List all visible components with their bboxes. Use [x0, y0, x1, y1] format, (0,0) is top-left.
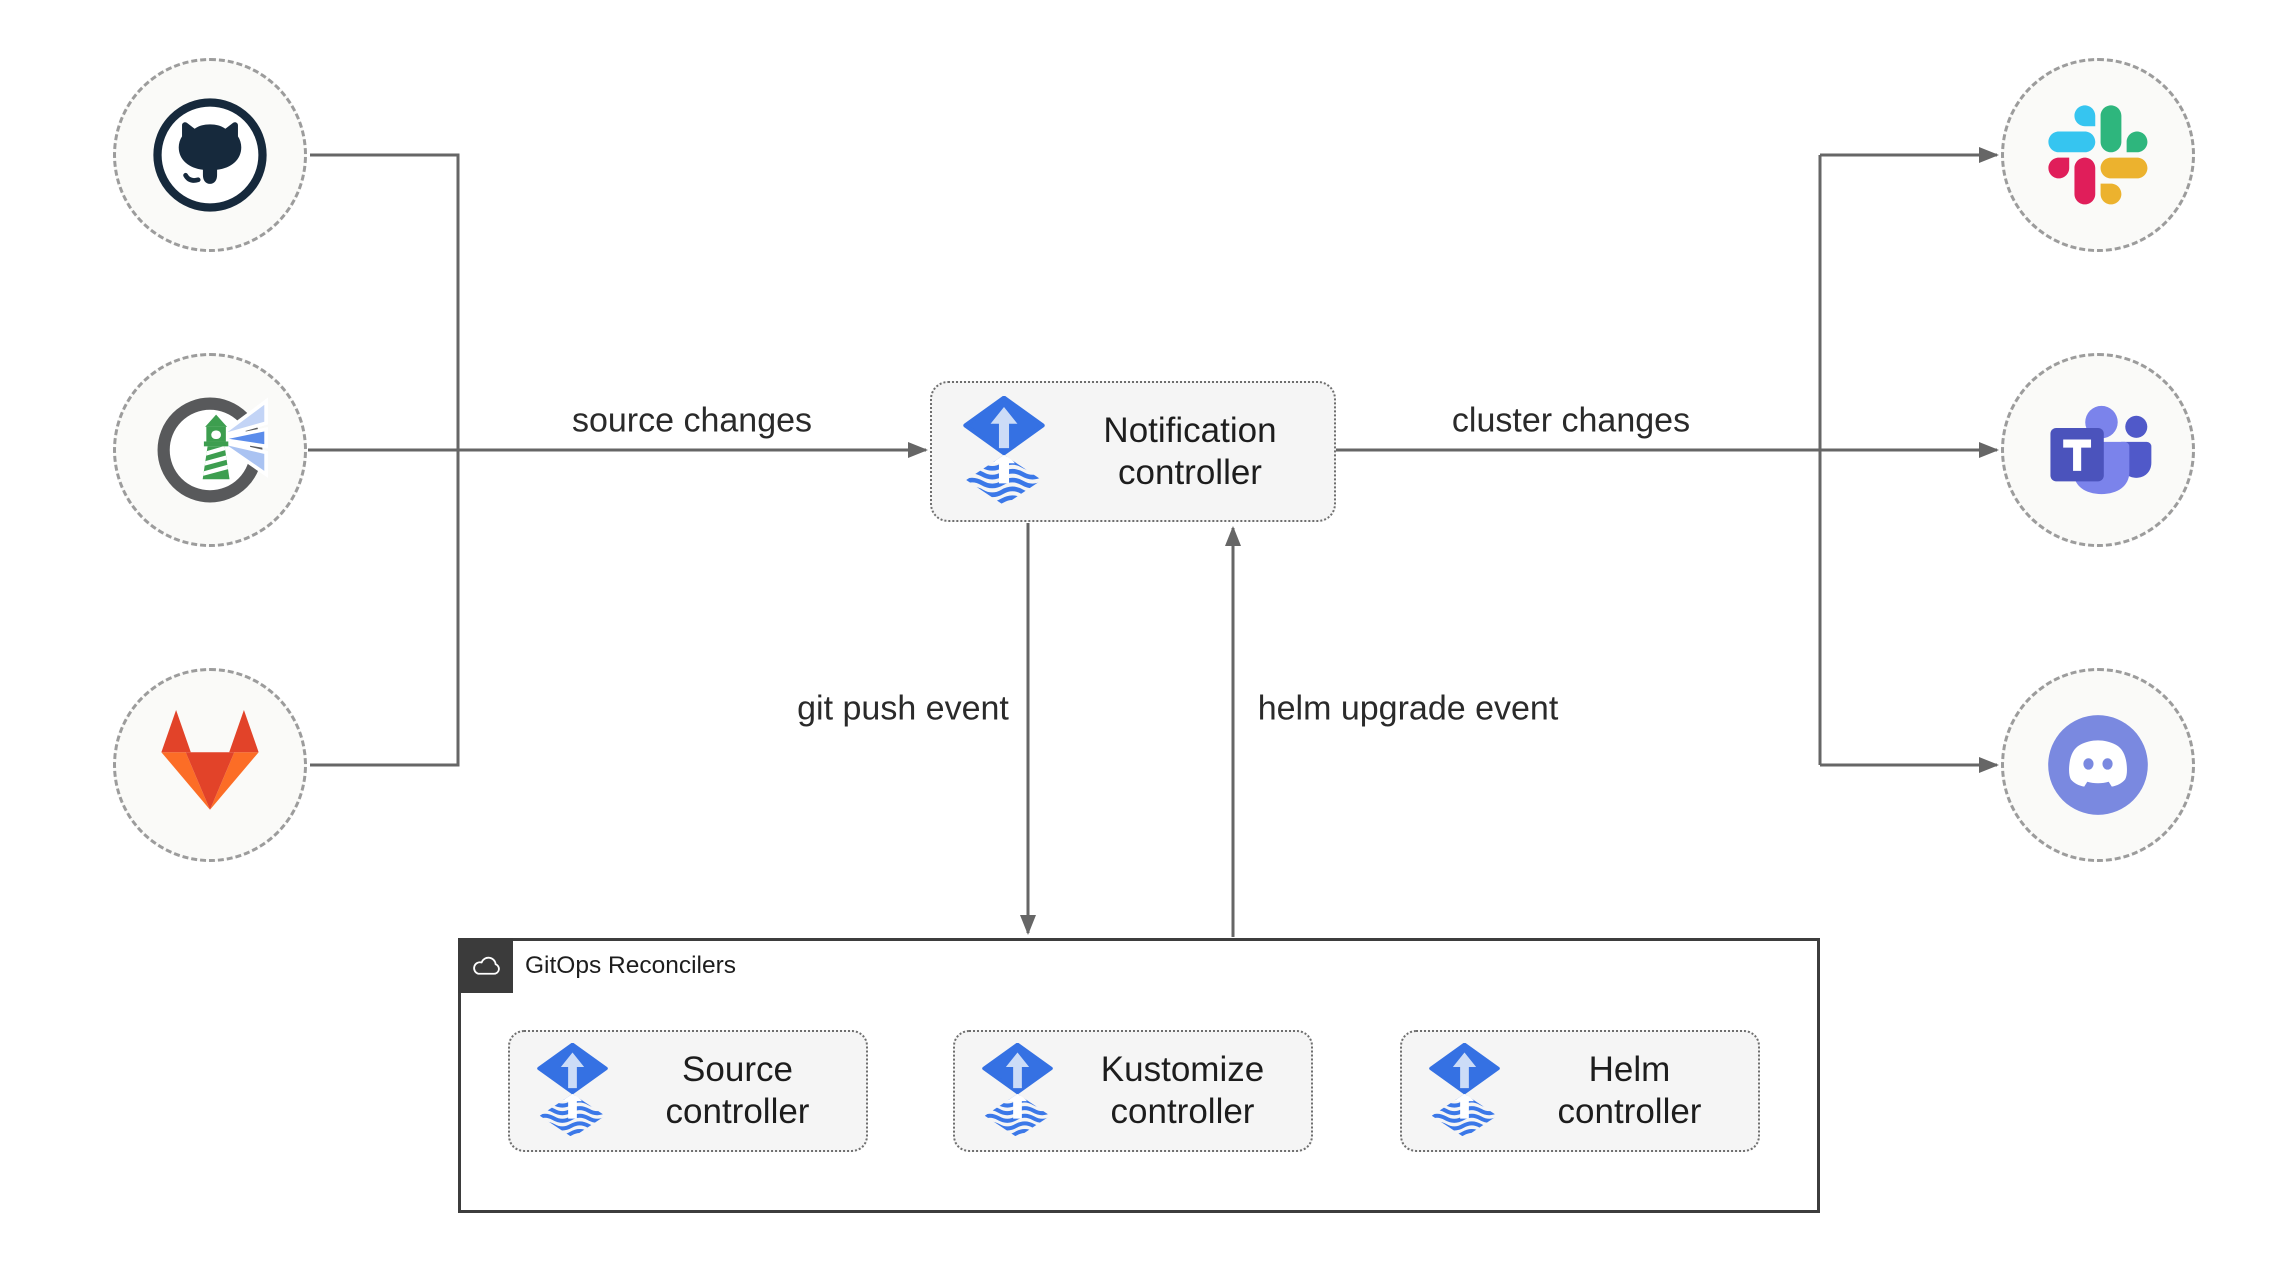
flux-icon: [981, 1043, 1054, 1139]
notification-controller-label: Notification controller: [1103, 410, 1277, 492]
helm-controller-label: Helm controller: [1557, 1050, 1702, 1131]
harbor-icon: [149, 389, 271, 511]
edge-sources-bus: [310, 153, 460, 767]
source-controller-label: Source controller: [665, 1050, 810, 1131]
node-slack: [2001, 58, 2195, 252]
node-kustomize-controller: Kustomize controller: [953, 1030, 1313, 1152]
edge-label-git-push-event: git push event: [791, 689, 1015, 729]
node-gitlab: [113, 668, 307, 862]
node-harbor: [113, 353, 307, 547]
flux-icon: [962, 396, 1046, 507]
node-source-controller: Source controller: [508, 1030, 868, 1152]
edge-label-cluster-changes: cluster changes: [1445, 401, 1697, 441]
github-icon: [151, 96, 269, 214]
gitlab-icon: [146, 701, 274, 829]
teams-icon: [2040, 392, 2156, 508]
node-github: [113, 58, 307, 252]
cloud-badge: [458, 938, 513, 993]
group-title: GitOps Reconcilers: [525, 952, 737, 979]
node-helm-controller: Helm controller: [1400, 1030, 1760, 1152]
slack-icon: [2048, 105, 2148, 205]
cloud-icon: [468, 953, 504, 979]
discord-icon: [2045, 712, 2151, 818]
flux-icon: [1428, 1043, 1501, 1139]
flux-icon: [536, 1043, 609, 1139]
edge-label-source-changes: source changes: [565, 401, 819, 441]
node-notification-controller: Notification controller: [930, 381, 1336, 522]
node-teams: [2001, 353, 2195, 547]
node-discord: [2001, 668, 2195, 862]
edge-label-helm-upgrade-event: helm upgrade event: [1251, 689, 1565, 729]
kustomize-controller-label: Kustomize controller: [1100, 1050, 1265, 1131]
